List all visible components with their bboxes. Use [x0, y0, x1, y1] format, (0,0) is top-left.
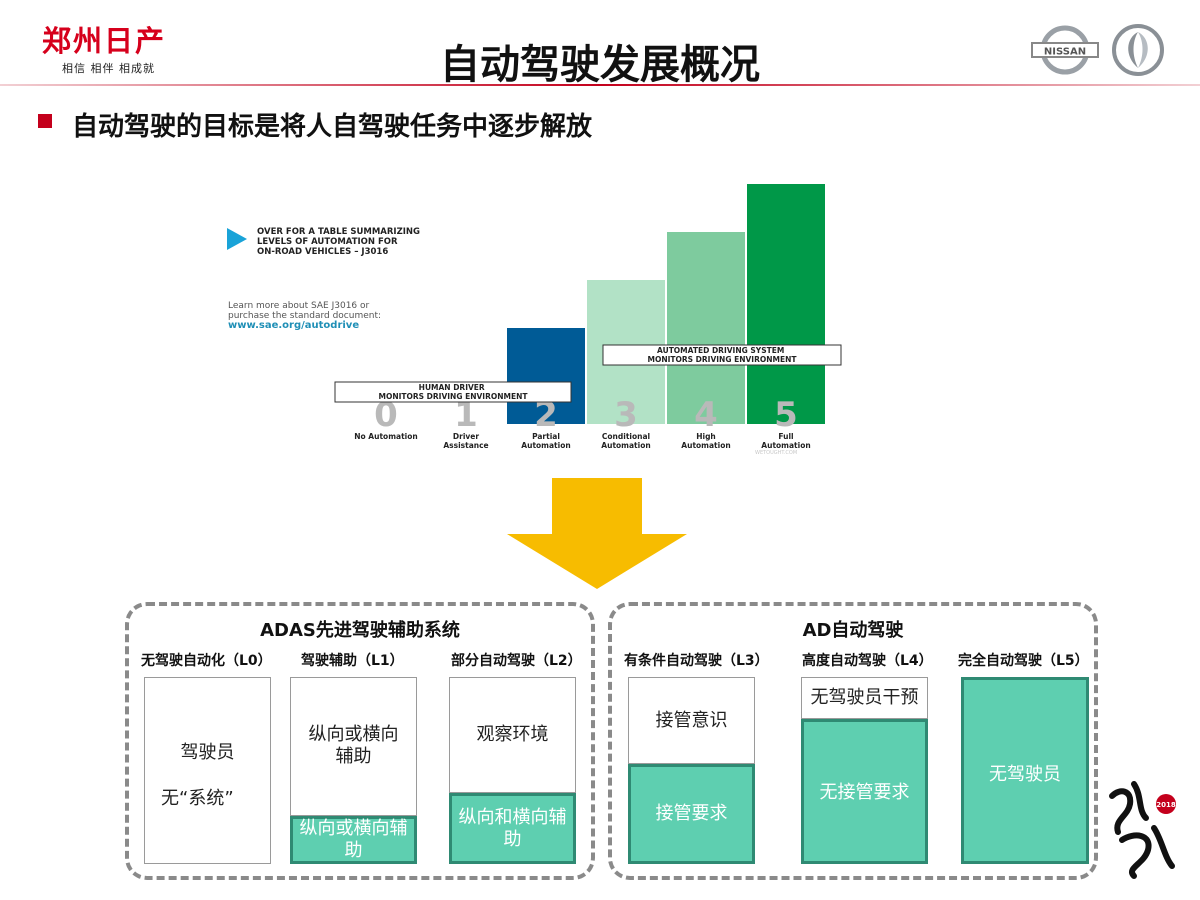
level-label-l4: 高度自动驾驶（L4）: [802, 653, 933, 669]
calligraphy-mark-icon: 2018: [1109, 781, 1176, 879]
adas-panel: [125, 602, 595, 880]
level-bar-2: [507, 328, 585, 424]
down-arrow-icon: [507, 478, 687, 589]
level-digit-1: 1: [454, 395, 478, 435]
svg-text:OVER FOR A TABLE SUMMARIZING: OVER FOR A TABLE SUMMARIZING LEVELS OF A…: [257, 227, 423, 257]
l2-system-text: 纵向和横向辅助: [458, 806, 567, 850]
l1-driver-box: 纵向或横向辅助: [290, 677, 417, 816]
level-digit-5: 5: [774, 395, 798, 435]
l5-system-text: 无驾驶员: [989, 764, 1061, 785]
human-driver-label-box: [334, 381, 572, 403]
l3-driver-box: 接管意识: [628, 677, 755, 764]
l0-no-system-text: 无“系统”: [161, 787, 234, 809]
level-label-l1: 驾驶辅助（L1）: [301, 653, 404, 669]
bullet-text: 自动驾驶的目标是将人自驾驶任务中逐步解放: [72, 112, 593, 142]
ad-panel: [608, 602, 1098, 880]
l4-driver-box: 无驾驶员干预: [801, 677, 928, 719]
l3-system-text: 接管要求: [655, 803, 728, 825]
system-label-box: [602, 344, 842, 366]
nissan-logo: NISSAN: [1031, 25, 1099, 75]
level-bar-5: [747, 184, 825, 424]
level-label-l0: 无驾驶自动化（L0）: [141, 653, 272, 669]
human-label-line-1: HUMAN DRIVER: [419, 383, 485, 392]
l3-driver-text: 接管意识: [655, 709, 728, 731]
l4-system-box: 无接管要求: [801, 719, 928, 864]
l4-driver-text: 无驾驶员干预: [810, 687, 919, 709]
watermark: WETOUGHT.COM: [755, 450, 797, 456]
l0-driver-text: 驾驶员: [180, 741, 235, 763]
sae-link[interactable]: www.sae.org/autodrive: [228, 320, 359, 331]
l2-driver-box: 观察环境: [449, 677, 576, 793]
level-label-l3: 有条件自动驾驶（L3）: [624, 653, 769, 669]
svg-text:Learn more about SAE J3016 or: Learn more about SAE J3016 or purchase t…: [228, 301, 381, 321]
callout-line-2: LEVELS OF AUTOMATION FOR: [257, 237, 398, 247]
human-label-line-2: MONITORS DRIVING ENVIRONMENT: [378, 392, 528, 401]
page-title: 自动驾驶发展概况: [440, 42, 760, 88]
callout-line-3: ON-ROAD VEHICLES – J3016: [257, 247, 388, 257]
adas-panel-title: ADAS先进驾驶辅助系统: [260, 620, 460, 641]
l1-system-text: 纵向或横向辅助: [299, 818, 408, 861]
learn-more-line-2: purchase the standard document:: [228, 311, 381, 321]
title-divider: [0, 84, 1200, 86]
bullet-marker: [38, 114, 52, 128]
level-label-l5: 完全自动驾驶（L5）: [958, 653, 1089, 669]
level-digit-4: 4: [694, 395, 718, 435]
year-badge: 2018: [1156, 801, 1176, 809]
system-label-line-1: AUTOMATED DRIVING SYSTEM: [657, 346, 784, 355]
svg-text:HUMAN DRIVER MONITORS DRIV: HUMAN DRIVER MONITORS DRIVING ENVIRONMEN…: [378, 383, 528, 401]
ad-panel-title: AD自动驾驶: [802, 620, 904, 641]
level-digit-0: 0: [374, 395, 398, 435]
sae-levels-figure: OVER FOR A TABLE SUMMARIZING LEVELS OF A…: [227, 184, 842, 456]
l1-system-box: 纵向或横向辅助: [290, 816, 417, 864]
l1-driver-text: 纵向或横向辅助: [308, 724, 399, 767]
l2-system-box: 纵向和横向辅助: [449, 793, 576, 864]
l5-system-box: 无驾驶员: [961, 677, 1089, 864]
l3-system-box: 接管要求: [628, 764, 755, 864]
svg-text:NISSAN: NISSAN: [1044, 47, 1086, 58]
callout-line-1: OVER FOR A TABLE SUMMARIZING: [257, 227, 420, 237]
company-slogan: 相信 相伴 相成就: [62, 62, 155, 75]
company-logo-text: 郑州日产: [42, 24, 167, 58]
l0-driver-box: 驾驶员 无“系统”: [144, 677, 271, 864]
level-digit-2: 2: [534, 395, 558, 435]
svg-text:AUTOMATED DRIVING SYSTEM M: AUTOMATED DRIVING SYSTEM MONITORS DRIVIN…: [647, 346, 797, 364]
level-label-0: No Automation: [354, 432, 417, 441]
system-label-line-2: MONITORS DRIVING ENVIRONMENT: [647, 355, 797, 364]
level-label-l2: 部分自动驾驶（L2）: [451, 653, 582, 669]
l2-driver-text: 观察环境: [476, 724, 549, 745]
dongfeng-logo: [1112, 24, 1164, 76]
level-digit-3: 3: [614, 395, 638, 435]
level-bar-4: [667, 232, 745, 424]
l4-system-text: 无接管要求: [819, 782, 910, 803]
play-arrow-icon: [227, 228, 247, 250]
learn-more-line-1: Learn more about SAE J3016 or: [228, 301, 370, 311]
